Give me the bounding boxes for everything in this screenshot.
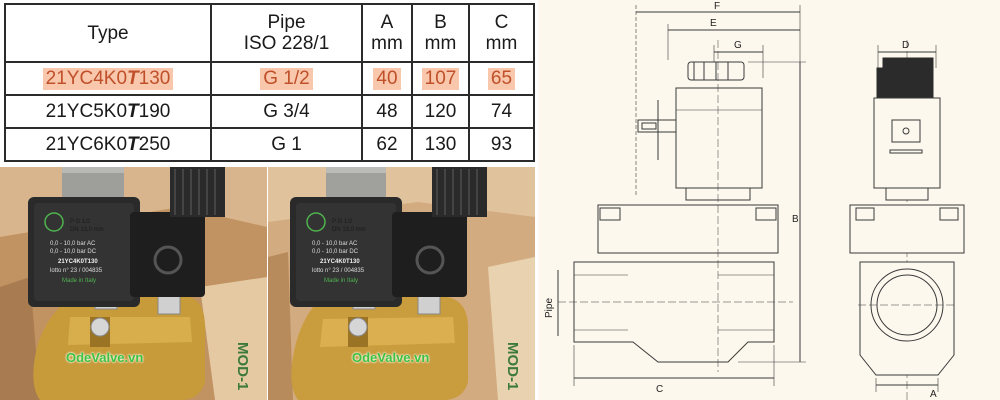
cell-a: 48	[361, 94, 413, 129]
dim-pipe-label: Pipe	[544, 298, 555, 318]
dim-b-label: B	[792, 214, 799, 225]
table-row: 21YC5K0T190 G 3/4 48 120 74	[4, 94, 535, 129]
product-photo-side: MOD-1 P G 1/2 DN 13,0 mm 0,0 - 10,0 bar …	[268, 167, 535, 400]
cell-pipe: G 1	[210, 127, 363, 162]
coil-label-line4: 0,0 - 10,0 bar DC	[312, 249, 359, 255]
coil-label-origin: Made in Italy	[62, 278, 97, 284]
cell-a: 40	[361, 61, 413, 96]
dim-g-label: G	[734, 40, 742, 51]
coil-label-origin: Made in Italy	[324, 278, 359, 284]
cell-b: 120	[411, 94, 470, 129]
cell-c: 65	[468, 61, 535, 96]
cell-type: 21YC6K0T250	[4, 127, 212, 162]
cell-c: 93	[468, 127, 535, 162]
watermark: OdeValve.vn	[352, 350, 430, 365]
cell-c: 74	[468, 94, 535, 129]
coil-label-model: 21YC4K0T130	[58, 259, 98, 265]
coil-label-model: 21YC4K0T130	[320, 259, 360, 265]
cell-a: 62	[361, 127, 413, 162]
coil-label-line2: DN 13,0 mm	[332, 227, 366, 233]
dim-d-label: D	[902, 40, 909, 51]
cell-pipe: G 1/2	[210, 61, 363, 96]
cell-type: 21YC5K0T190	[4, 94, 212, 129]
dim-e-label: E	[710, 18, 717, 29]
coil-label-line2: DN 13,0 mm	[70, 227, 104, 233]
technical-drawing: F E G Pipe	[538, 0, 1000, 400]
table-row: 21YC6K0T250 G 1 62 130 93	[4, 127, 535, 162]
coil-label-line1: P G 1/2	[332, 219, 353, 225]
table-row: 21YC4K0T130 G 1/2 40 107 65	[4, 61, 535, 96]
box-text-mod1: MOD-1	[504, 342, 521, 390]
coil-label-line3: 0,0 - 10,0 bar AC	[50, 241, 96, 247]
cell-b: 130	[411, 127, 470, 162]
cell-pipe: G 3/4	[210, 94, 363, 129]
product-photo-front: MOD-1 P G 1/2 DN 13,0 mm 0,0 - 10,0 bar …	[0, 167, 267, 400]
coil-label-line3: 0,0 - 10,0 bar AC	[312, 241, 358, 247]
coil-label-line1: P G 1/2	[70, 219, 91, 225]
coil-label-lotto: lotto n° 23 / 004835	[312, 268, 365, 274]
header-type: Type	[4, 3, 212, 63]
coil-label-line4: 0,0 - 10,0 bar DC	[50, 249, 97, 255]
box-text-mod1: MOD-1	[234, 342, 251, 390]
dim-f-label: F	[714, 1, 720, 12]
dim-c-label: C	[656, 384, 663, 395]
cell-b: 107	[411, 61, 470, 96]
cell-type: 21YC4K0T130	[4, 61, 212, 96]
coil-label-lotto: lotto n° 23 / 004835	[50, 268, 103, 274]
watermark: OdeValve.vn	[66, 350, 144, 365]
dim-a-label: A	[930, 389, 937, 400]
